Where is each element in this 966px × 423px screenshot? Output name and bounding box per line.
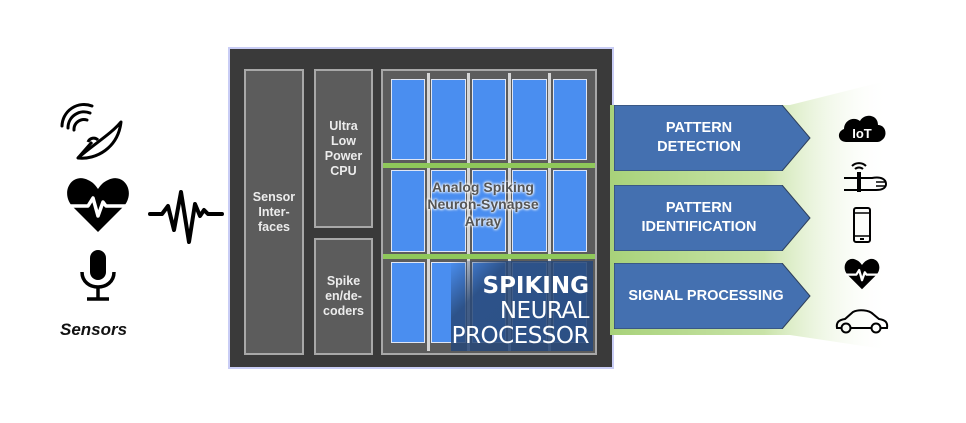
- arrow-shape: [614, 185, 811, 251]
- processor-title-overlay: [451, 261, 593, 351]
- output-label: SIGNAL PROCESSING: [628, 287, 784, 304]
- heart-rate-icon: [844, 258, 880, 290]
- array-cell: [431, 170, 466, 252]
- output-pattern-identification: PATTERN IDENTIFICATION: [614, 185, 811, 251]
- wearable-wrist-icon: [844, 162, 888, 192]
- array-cell: [471, 79, 507, 161]
- array-cell: [391, 170, 426, 252]
- spike-codec-block: Spike en/de- coders: [314, 238, 373, 355]
- arrow-shape: [614, 263, 811, 329]
- cpu-block: Ultra Low Power CPU: [314, 69, 373, 228]
- array-cell: [391, 261, 426, 343]
- sensor-interfaces-label: Sensor Inter- faces: [252, 189, 296, 234]
- smartphone-icon: [853, 207, 871, 243]
- satellite-dish-icon: [60, 103, 123, 160]
- array-cell: [512, 79, 547, 161]
- array-bus-line: [383, 162, 595, 168]
- array-column-line: [426, 73, 430, 351]
- array-cell: [471, 170, 507, 252]
- processor-title-line3: PROCESSOR: [451, 323, 590, 349]
- iot-cloud-icon: IoT: [838, 115, 886, 142]
- microphone-icon: [80, 250, 116, 301]
- array-column-line: [507, 73, 511, 351]
- array-cell: [552, 79, 587, 161]
- output-label: PATTERN IDENTIFICATION: [641, 200, 757, 235]
- processor-title: SPIKING NEURAL PROCESSOR: [451, 273, 590, 349]
- array-column-line: [548, 73, 552, 351]
- neuron-synapse-array: Analog Spiking Neuron-Synapse Array SPIK…: [381, 69, 597, 355]
- array-cell: [391, 79, 426, 161]
- signal-waveform-icon: [148, 190, 224, 244]
- sensor-interfaces-block: Sensor Inter- faces: [244, 69, 304, 355]
- processor-title-line1: SPIKING: [482, 273, 590, 299]
- array-bus-line: [383, 254, 595, 260]
- output-label: PATTERN DETECTION: [657, 120, 741, 155]
- array-cell: [552, 170, 587, 252]
- neuromorphic-chip: Sensor Inter- faces Ultra Low Power CPU …: [228, 47, 614, 369]
- array-cell: [431, 79, 466, 161]
- array-column-line: [467, 73, 471, 351]
- heart-rate-icon: [67, 178, 129, 232]
- spike-codec-label: Spike en/de- coders: [323, 274, 364, 318]
- array-cell: [512, 170, 547, 252]
- sensors-label: Sensors: [60, 320, 128, 339]
- processor-title-line2: NEURAL: [499, 298, 590, 324]
- iot-text: IoT: [852, 126, 872, 141]
- cpu-label: Ultra Low Power CPU: [324, 118, 363, 178]
- output-signal-processing: SIGNAL PROCESSING: [614, 263, 811, 329]
- array-label: Analog Spiking Neuron-Synapse Array: [427, 179, 539, 229]
- arrow-shape: [614, 105, 811, 171]
- car-icon: [835, 309, 889, 334]
- output-pattern-detection: PATTERN DETECTION: [614, 105, 811, 171]
